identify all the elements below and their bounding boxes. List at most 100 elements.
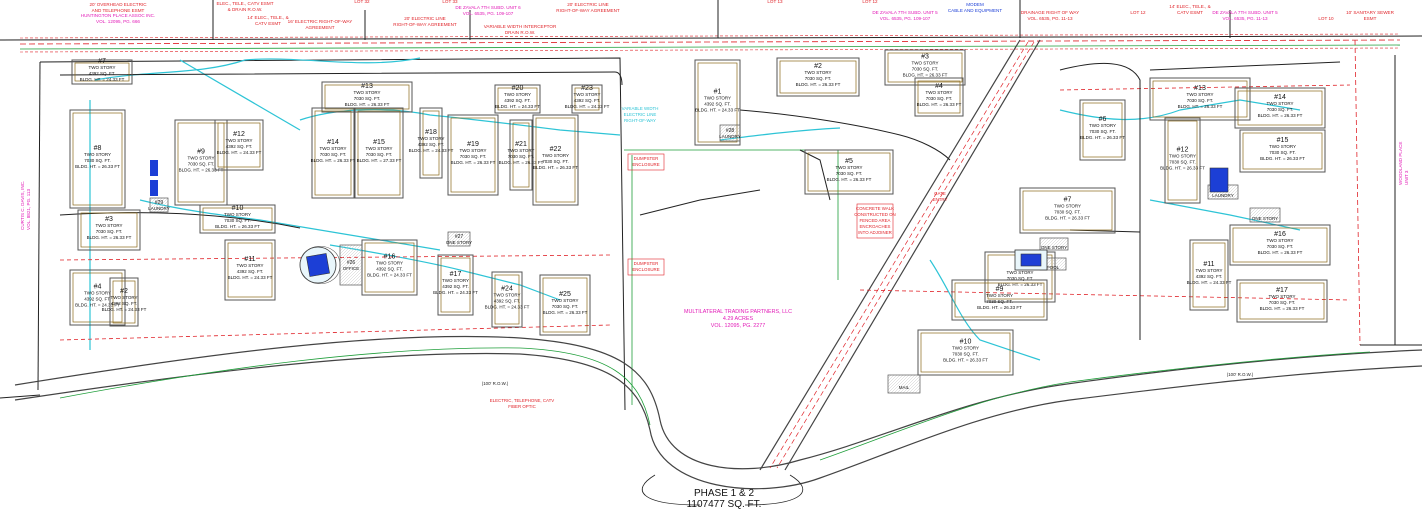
north-note-17: LOT 12 [1130, 10, 1146, 15]
building-sf: 7030 SQ. FT. [460, 154, 487, 159]
building-sf: 7030 SQ. FT. [1007, 276, 1034, 281]
building-inner-outline [574, 87, 600, 111]
building-ht: BLDG. HT. = 24.33 FT [75, 303, 120, 308]
building-inner-outline [1237, 90, 1323, 126]
callout-line: CONCRETE WALK [856, 206, 894, 211]
phase-title: PHASE 1 & 2 [694, 488, 754, 499]
building-sf: 4392 SQ. FT. [418, 142, 445, 147]
center-parcel-line-3: VOL. 12095, PG. 2277 [711, 323, 766, 329]
building-sf: 4392 SQ. FT. [237, 269, 264, 274]
amenity-label: OFFICE [343, 266, 360, 271]
east-note: WOODLAND PLACE UNIT 3 [1398, 142, 1409, 185]
north-note-line: LOT 10 [1318, 16, 1334, 21]
north-note-line: 10' SANITARY SEWER [1346, 10, 1395, 15]
callout-box [627, 153, 665, 171]
amenity-outline [1249, 207, 1281, 223]
building-sf: 7030 SQ. FT. [805, 76, 832, 81]
north-note-line: DE ZAVALA 7TH SUBD. UNIT 5 [872, 10, 938, 15]
building-ht: BLDG. HT. = 26.33 FT [311, 158, 356, 163]
north-note-line: LOT 32 [354, 0, 370, 4]
callout-line: VARIABLE WIDTH [622, 106, 659, 111]
center-parcel-line-1: MULTILATERAL TRADING PARTNERS, LLC [684, 309, 792, 315]
building-ht: BLDG. HT. = 26.33 FT [75, 164, 120, 169]
building-id: #1 [714, 89, 722, 96]
building-inner-outline [954, 282, 1045, 318]
north-note-8: LOT 33 [442, 0, 458, 4]
building-ht: BLDG. HT. = 26.33 FT [1260, 156, 1305, 161]
building-outline [199, 204, 276, 234]
north-note-line: LOT 12 [1130, 10, 1146, 15]
north-note-line: VOL. 6535, PG. 11-13 [1027, 16, 1073, 21]
north-note-4: 14' ELEC., TELE., &CATV ESMT [247, 15, 288, 26]
building-inner-outline [542, 277, 588, 333]
building-id: #9 [996, 286, 1004, 293]
building-id: #15 [373, 139, 385, 146]
north-note-line: ELEC., TELE., CATV ESMT [216, 1, 273, 6]
building-outline [494, 84, 541, 114]
amenity-5: ONE STORY [1039, 237, 1069, 251]
south-street [14, 335, 1422, 490]
north-note-line: AGREEMENT [305, 25, 334, 30]
amenity-label: ONE STORY [446, 240, 472, 245]
callout-7: (100' R.O.W.) [1227, 372, 1254, 377]
callout-line: ELECTRIC, TELEPHONE, CATV [490, 398, 555, 403]
building-inner-outline [535, 117, 576, 203]
building-sf: 7030 SQ. FT. [1187, 98, 1214, 103]
building-sf: 7030 SQ. FT. [84, 158, 111, 163]
north-note-line: MODEM [966, 2, 984, 7]
building-inner-outline [422, 110, 440, 176]
building-story: TWO STORY [952, 346, 979, 351]
building-id: #23 [581, 85, 593, 92]
building-story: TWO STORY [319, 146, 346, 151]
building-id: #12 [233, 131, 245, 138]
pool-west [299, 245, 341, 285]
building-sf: 7030 SQ. FT. [552, 304, 579, 309]
callout-line: INTO ADJOINER [858, 230, 892, 235]
amenity-9: MAIL [887, 374, 921, 394]
building-story: TWO STORY [376, 261, 403, 266]
building-inner-outline [1192, 242, 1226, 308]
building-inner-outline [497, 87, 538, 111]
building-story: TWO STORY [417, 136, 444, 141]
building-sf: 7030 SQ. FT. [926, 96, 953, 101]
north-note-line: 16' ELECTRIC RIGHT-OF-WAY [288, 19, 353, 24]
north-note-line: VARIABLE WIDTH INTERCEPTOR [484, 24, 557, 29]
north-note-line: DE ZAVALA 7TH SUBD. UNIT 6 [455, 5, 521, 10]
building-story: TWO STORY [84, 152, 111, 157]
building-inner-outline [1022, 190, 1113, 231]
building-sf: 4392 SQ. FT. [1196, 274, 1223, 279]
amenity-outline [149, 197, 169, 213]
amenity-outline [447, 231, 471, 247]
building-inner-outline [112, 280, 136, 324]
building-id: #2 [120, 288, 128, 295]
building-outline [224, 239, 276, 301]
north-note-18: 14' ELEC., TELE., &CATV ESMT [1169, 4, 1210, 15]
building-ht: BLDG. HT. = 24.33 FT [1187, 280, 1232, 285]
building-id: #17 [450, 271, 462, 278]
building-inner-outline [1082, 102, 1123, 158]
building-story: TWO STORY [704, 96, 731, 101]
north-note-line: VOL. 6535, PG. 109-107 [880, 16, 931, 21]
pool-small [1209, 167, 1229, 193]
building-sf: 7030 SQ. FT. [1089, 129, 1116, 134]
building-story: TWO STORY [187, 156, 214, 161]
building-sf: 7030 SQ. FT. [1267, 244, 1294, 249]
building-outline [354, 107, 404, 199]
north-note-line: 20' ELECTRIC LINE [567, 2, 608, 7]
building-sf: 7030 SQ. FT. [952, 352, 979, 357]
building-outline [311, 107, 355, 199]
north-note-line: 14' ELEC., TELE., & [1169, 4, 1210, 9]
phase-label: PHASE 1 & 2 1107477 SQ. FT. [641, 474, 804, 510]
